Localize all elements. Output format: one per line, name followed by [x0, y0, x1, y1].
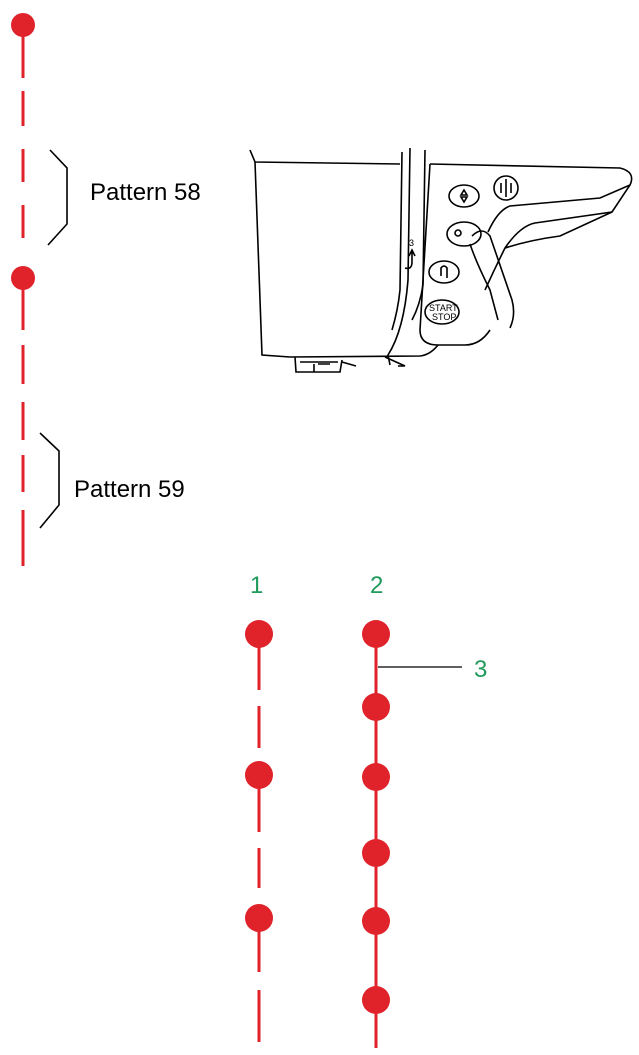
stitch-dot: [362, 763, 390, 791]
needle-icon: [500, 179, 512, 197]
reverse-icon: [440, 265, 448, 278]
stop-label: STOP: [432, 312, 456, 322]
needle-arrow-icon: [459, 188, 469, 204]
needle-threader-button: [493, 175, 519, 201]
stop-icon: [454, 229, 462, 237]
start-label: START: [429, 303, 458, 313]
presser-foot: [294, 356, 343, 373]
callout-3: 3: [474, 656, 487, 683]
stitch-dot: [362, 693, 390, 721]
stitch-dot: [362, 986, 390, 1014]
stitch-line-left: [11, 13, 35, 566]
machine-front-face: [254, 161, 291, 358]
sewing-machine-illustration: 3 START STOP: [249, 147, 633, 373]
arm-contour: [487, 184, 631, 233]
pattern-58-label: Pattern 58: [90, 179, 201, 206]
stitch-dot: [245, 761, 273, 789]
thread-guide-arrow: [404, 248, 416, 270]
pattern-59-label: Pattern 59: [74, 476, 185, 503]
stitch-column-2: [362, 620, 390, 1048]
stitch-dot: [362, 839, 390, 867]
thread-channel-right: [411, 149, 426, 321]
callout-2: 2: [370, 572, 383, 599]
machine-arm: [429, 163, 633, 291]
start-stop-button: [424, 299, 460, 325]
thread-line: [387, 147, 411, 366]
thread-guide-number: 3: [409, 238, 414, 248]
callout-1: 1: [250, 572, 263, 599]
stitch-dot: [362, 620, 390, 648]
stop-button: [446, 221, 482, 247]
stitch-column-1: [245, 620, 273, 1042]
machine-top-edge: [249, 149, 401, 165]
bracket-pattern-59: [39, 432, 60, 529]
bracket-pattern-58: [47, 149, 68, 246]
finger: [469, 230, 515, 329]
arm-contour-lower: [504, 211, 613, 249]
machine-bottom-edge: [289, 344, 439, 358]
stitch-dot: [362, 907, 390, 935]
needle-position-button: [448, 184, 480, 208]
stitch-dot: [245, 620, 273, 648]
foot-details: [341, 356, 406, 367]
reverse-button: [428, 260, 460, 284]
stitch-dot: [11, 13, 35, 37]
stitch-dot: [11, 266, 35, 290]
thread-channel-left: [391, 151, 403, 331]
stitch-dot: [245, 904, 273, 932]
